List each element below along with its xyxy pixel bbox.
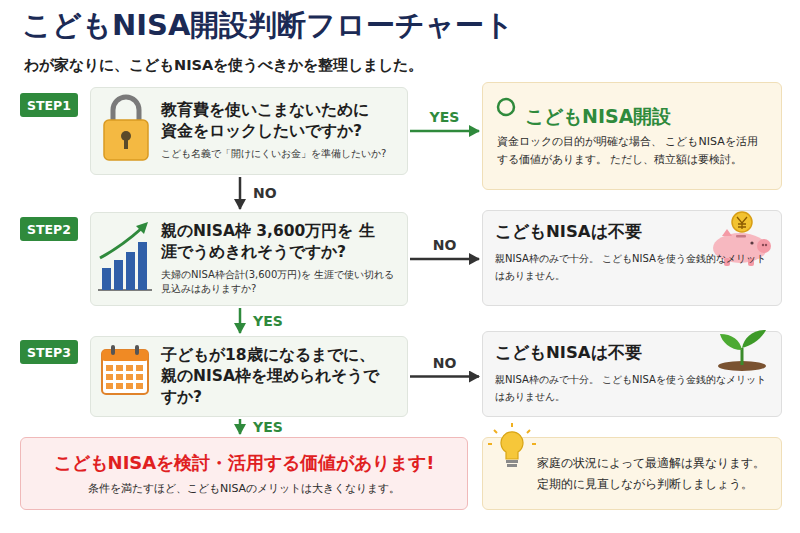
calendar-icon-part <box>106 374 113 380</box>
result-box: こどもNISAは不要親NISA枠のみで十分。 こどもNISAを使う金銭的なメリッ… <box>482 210 782 306</box>
question-box: 子どもが18歳になるまでに、 親のNISA枠を埋められそうですか? <box>90 336 408 417</box>
heading-text: こどもNISAを検討・活用する価値があります! <box>54 451 435 475</box>
heading-text: 親のNISA枠 3,600万円を 生涯でうめきれそうですか? <box>161 221 383 263</box>
piggy-bank-icon-part <box>765 244 767 246</box>
body-text: 親NISA枠のみで十分。 こどもNISAを使う金銭的なメリットはありません。 <box>495 251 769 284</box>
edge-label: NO <box>250 185 280 201</box>
result-box: こどもNISAは不要親NISA枠のみで十分。 こどもNISAを使う金銭的なメリッ… <box>482 331 782 417</box>
calendar-icon-part <box>106 383 113 389</box>
lock-icon-part <box>113 97 139 122</box>
title: こどもNISA開設判断フローチャート <box>22 6 514 46</box>
heading-text: STEP2 <box>27 222 71 237</box>
body-text: 夫婦のNISA枠合計(3,600万円)を 生涯で使い切れる見込みはありますか? <box>161 268 399 297</box>
calendar-icon-part <box>135 345 139 355</box>
sprout-icon-part <box>742 330 766 348</box>
calendar-icon-part <box>106 365 113 371</box>
piggy-bank-icon-part <box>737 217 747 229</box>
light-bulb-icon <box>488 423 536 467</box>
heading-text: 家庭の状況によって最適解は異なります。 定期的に見直しながら判断しましょう。 <box>537 453 769 493</box>
step-badge: STEP1 <box>20 93 78 117</box>
piggy-bank-icon-part <box>757 239 771 253</box>
step-badge: STEP2 <box>20 217 78 241</box>
lock-icon <box>104 97 148 160</box>
body-text: こども名義で「開けにくいお金」を準備したいか? <box>161 147 399 162</box>
calendar-icon-part <box>126 383 133 389</box>
heading-text: STEP3 <box>27 345 71 360</box>
piggy-bank-icon-part <box>713 233 767 263</box>
calendar-icon-part <box>126 365 133 371</box>
step-badge: STEP3 <box>20 340 78 364</box>
heading-text: 教育費を使いこまないために 資金をロックしたいですか? <box>161 100 383 142</box>
calendar-icon-part <box>126 374 133 380</box>
lock-icon-part <box>121 131 131 141</box>
piggy-bank-icon-part <box>750 241 753 244</box>
growth-chart-icon-part <box>102 268 111 290</box>
calendar-icon <box>102 345 148 394</box>
heading-text: こどもNISAは不要 <box>495 221 769 243</box>
heading-text: こどもNISA開設 <box>497 104 767 129</box>
flow-arrow <box>239 177 242 209</box>
flow-arrow <box>239 419 242 434</box>
calendar-icon-part <box>136 383 143 389</box>
calendar-icon-part <box>136 374 143 380</box>
heading-text: 子どもが18歳になるまでに、 親のNISA枠を埋められそうですか? <box>161 345 383 408</box>
piggy-bank-icon-part <box>722 229 732 236</box>
growth-chart-icon-part <box>126 252 135 290</box>
lock-icon-part <box>104 120 148 160</box>
growth-chart-icon-part <box>98 289 152 291</box>
conclusion-box: こどもNISAを検討・活用する価値があります! 条件を満たすほど、こどもNISAの… <box>20 437 468 510</box>
light-bulb-icon-part <box>506 460 518 463</box>
flow-arrow <box>410 130 479 133</box>
sprout-icon-part <box>741 348 744 365</box>
calendar-icon-part <box>102 350 148 361</box>
edge-label: YES <box>427 109 463 125</box>
growth-chart-icon-part <box>100 228 142 258</box>
body-text: 条件を満たすほど、こどもNISAのメリットは大きくなります。 <box>88 481 400 496</box>
calendar-icon-part <box>116 365 123 371</box>
heading-text: STEP1 <box>27 98 71 113</box>
tip-box: 家庭の状況によって最適解は異なります。 定期的に見直しながら判断しましょう。 <box>482 437 782 510</box>
result-box: こどもNISA開設資金ロックの目的が明確な場合、 こどもNISAを活用する価値が… <box>482 82 782 190</box>
light-bulb-icon-part <box>488 423 536 444</box>
calendar-icon-part <box>116 383 123 389</box>
piggy-bank-icon-part <box>748 258 754 266</box>
lock-icon-part <box>124 138 128 149</box>
edge-label: YES <box>250 419 286 435</box>
light-bulb-icon-part <box>501 432 523 459</box>
light-bulb-icon-part <box>507 464 517 467</box>
growth-chart-icon-part <box>138 242 147 290</box>
growth-chart-icon <box>98 222 152 290</box>
edge-label: NO <box>430 237 460 253</box>
calendar-icon-part <box>106 365 143 389</box>
calendar-icon-part <box>116 374 123 380</box>
flow-arrow <box>410 258 479 261</box>
calendar-icon-part <box>102 350 148 394</box>
body-text: 親NISA枠のみで十分。 こどもNISAを使う金銭的なメリットはありません。 <box>495 372 769 405</box>
piggy-bank-icon-part <box>732 212 752 232</box>
piggy-bank-icon <box>713 212 771 266</box>
question-box: 教育費を使いこまないために 資金をロックしたいですか? こども名義で「開けにくいお… <box>90 87 408 175</box>
piggy-bank-icon-part <box>724 258 730 266</box>
heading-text: こどもNISAは不要 <box>495 342 769 364</box>
ok-circle-mark-part <box>498 99 514 115</box>
flow-arrow <box>239 308 242 333</box>
ok-circle-mark <box>498 99 514 115</box>
sprout-icon <box>718 330 766 371</box>
growth-chart-icon-part <box>136 222 148 234</box>
flow-arrow <box>410 375 479 378</box>
sprout-icon-part <box>718 361 766 371</box>
edge-label: YES <box>250 313 286 329</box>
edge-label: NO <box>430 355 460 371</box>
piggy-bank-icon-part <box>762 244 764 246</box>
growth-chart-icon-part <box>114 260 123 290</box>
body-text: 資金ロックの目的が明確な場合、 こどもNISAを活用する価値があります。 ただし… <box>497 133 767 168</box>
question-box: 親のNISA枠 3,600万円を 生涯でうめきれそうですか? 夫婦のNISA枠合計… <box>90 212 408 306</box>
calendar-icon-part <box>136 365 143 371</box>
piggy-bank-icon-part <box>736 235 746 238</box>
calendar-icon-part <box>111 345 115 355</box>
sprout-icon-part <box>720 334 742 350</box>
subtitle: わが家なりに、こどもNISAを使うべきかを整理しました。 <box>24 56 423 75</box>
